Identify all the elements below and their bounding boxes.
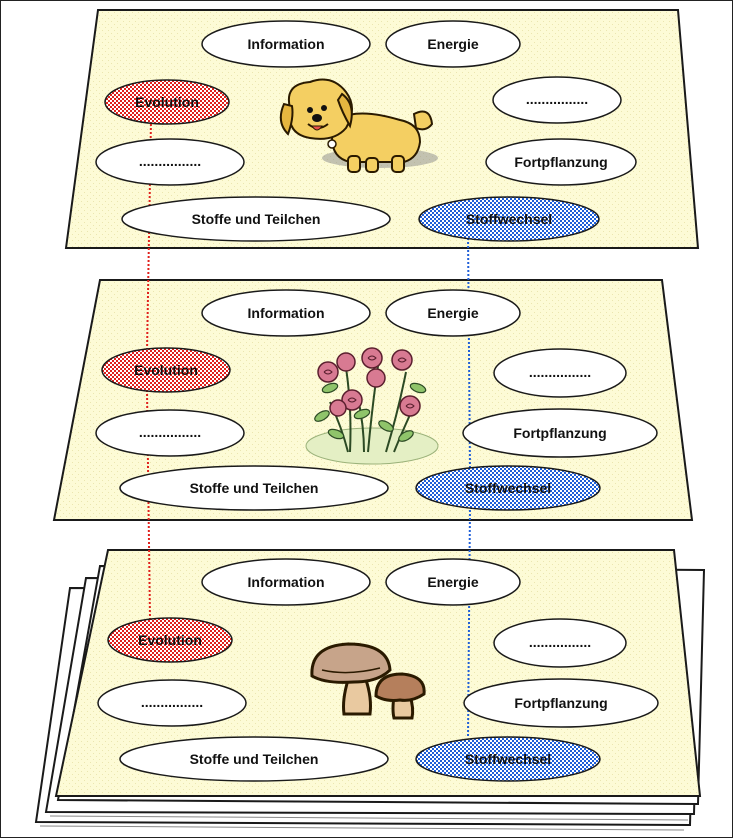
evolution-link xyxy=(146,119,152,621)
concept-label: ................ xyxy=(139,153,201,169)
concept-label: Fortpflanzung xyxy=(514,695,607,711)
concept-energie: Energie xyxy=(385,558,521,606)
concept-label: Fortpflanzung xyxy=(514,154,607,170)
concept-stoffe-und-teilchen: Stoffe und Teilchen xyxy=(121,196,391,242)
concept-stoffwechsel: Stoffwechsel xyxy=(415,736,601,782)
concept-label: Stoffe und Teilchen xyxy=(190,480,319,496)
concept-label: Energie xyxy=(427,305,479,321)
concept-label: Evolution xyxy=(135,94,199,110)
concept-label: ................ xyxy=(529,364,591,380)
concept-label: Energie xyxy=(427,36,479,52)
concept-label: Information xyxy=(248,574,325,590)
concept-label: Stoffwechsel xyxy=(466,211,552,227)
concept-label: Evolution xyxy=(138,632,202,648)
concept-blank-right: ................ xyxy=(493,348,627,398)
concept-fortpflanzung: Fortpflanzung xyxy=(463,678,659,728)
concept-energie: Energie xyxy=(385,289,521,337)
concept-stoffwechsel: Stoffwechsel xyxy=(415,465,601,511)
concept-stoffe-und-teilchen: Stoffe und Teilchen xyxy=(119,465,389,511)
plane-1-ellipses: Information Energie Evolution ..........… xyxy=(95,20,637,242)
concept-fortpflanzung: Fortpflanzung xyxy=(485,138,637,186)
concept-fortpflanzung: Fortpflanzung xyxy=(462,408,658,458)
plane-2-ellipses: Information Energie Evolution ..........… xyxy=(95,289,658,511)
rose-bush-icon xyxy=(305,347,439,465)
concept-evolution: Evolution xyxy=(104,79,230,125)
concept-blank-left: ................ xyxy=(95,409,245,457)
concept-label: ................ xyxy=(141,694,203,710)
concept-label: ................ xyxy=(139,424,201,440)
concept-evolution: Evolution xyxy=(107,617,233,663)
concept-label: Fortpflanzung xyxy=(513,425,606,441)
concept-label: Stoffwechsel xyxy=(465,480,551,496)
plane-3-ellipses: Information Energie Evolution ..........… xyxy=(97,558,659,782)
concept-stoffwechsel: Stoffwechsel xyxy=(418,196,600,242)
concept-label: Stoffwechsel xyxy=(465,751,551,767)
concept-stoffe-und-teilchen: Stoffe und Teilchen xyxy=(119,736,389,782)
dog-icon xyxy=(279,78,438,173)
concept-label: Energie xyxy=(427,574,479,590)
concept-information: Information xyxy=(201,289,371,337)
concept-label: ................ xyxy=(529,634,591,650)
concept-label: Information xyxy=(248,305,325,321)
concept-blank-right: ................ xyxy=(493,618,627,668)
concept-evolution: Evolution xyxy=(101,347,231,393)
mushroom-icon xyxy=(310,642,426,720)
concept-label: ................ xyxy=(526,91,588,107)
concept-energie: Energie xyxy=(385,20,521,68)
concept-blank-left: ................ xyxy=(95,138,245,186)
concept-label: Stoffe und Teilchen xyxy=(190,751,319,767)
concept-information: Information xyxy=(201,20,371,68)
concept-label: Stoffe und Teilchen xyxy=(192,211,321,227)
concept-blank-right: ................ xyxy=(492,76,622,124)
concept-information: Information xyxy=(201,558,371,606)
concept-blank-left: ................ xyxy=(97,679,247,727)
concept-label: Evolution xyxy=(134,362,198,378)
concept-label: Information xyxy=(248,36,325,52)
